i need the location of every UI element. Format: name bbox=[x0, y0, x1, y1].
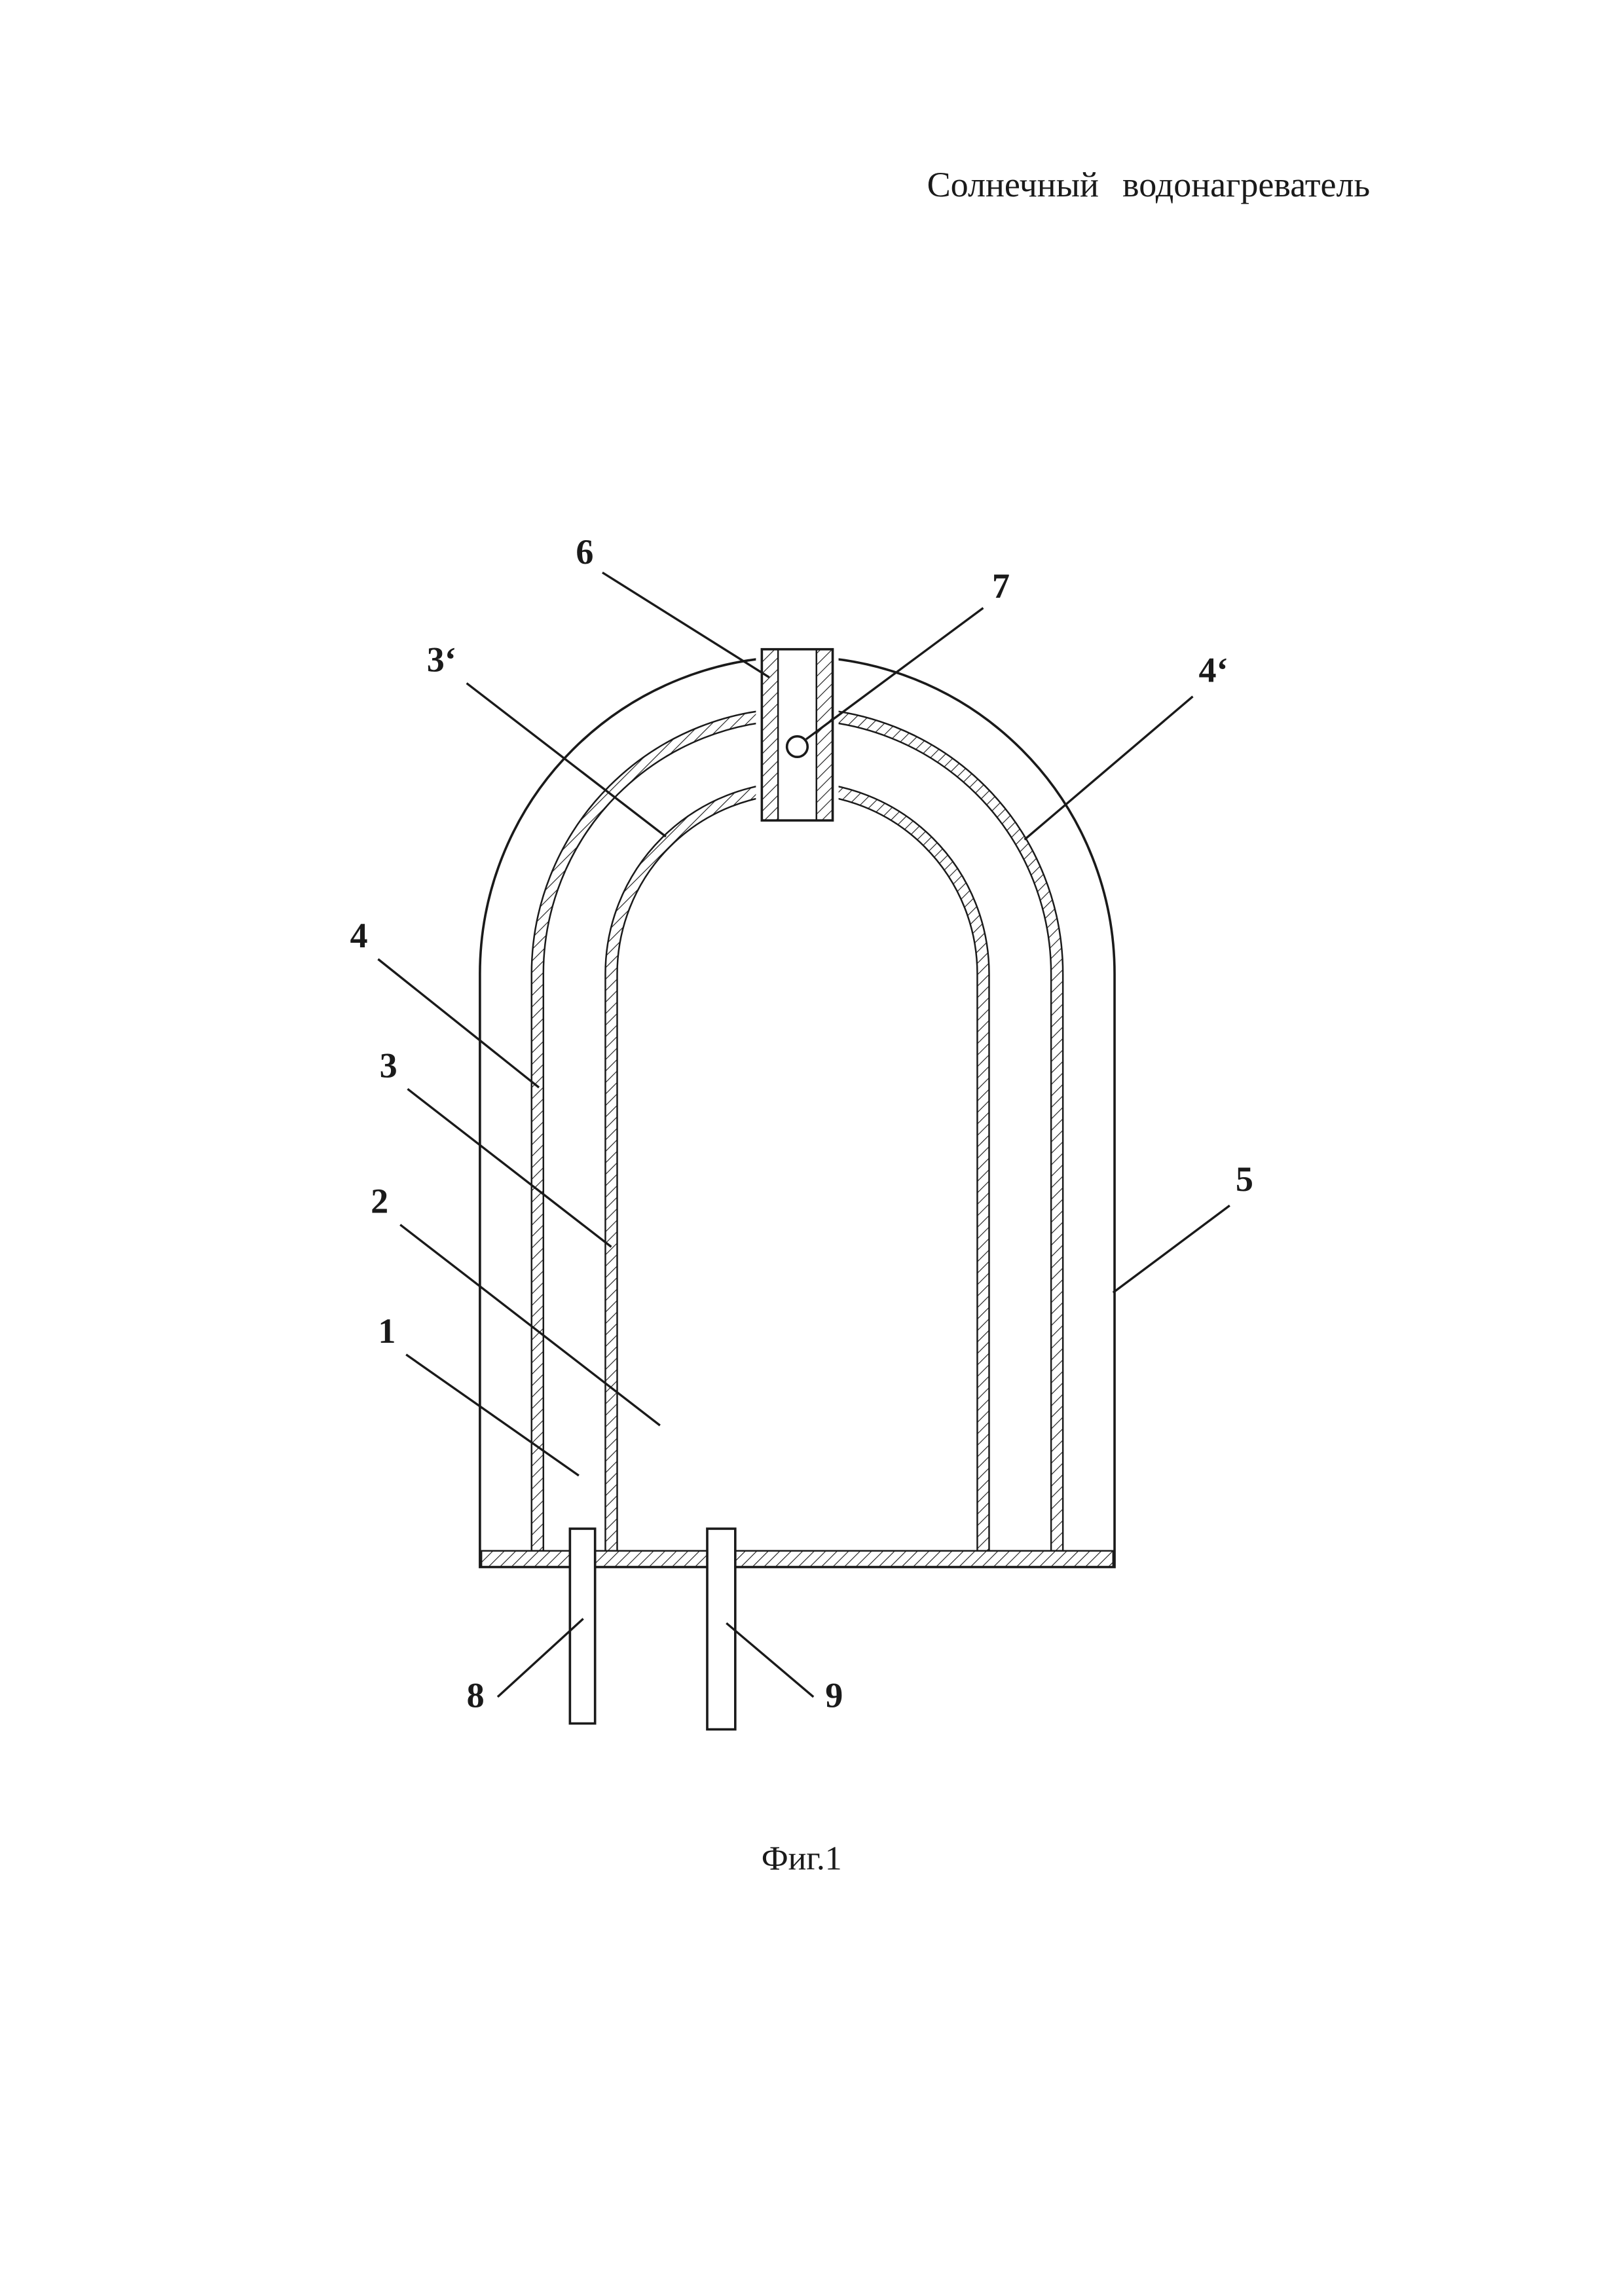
label-6: 6 bbox=[576, 532, 593, 572]
leader-line-3 bbox=[407, 1088, 612, 1248]
label-2: 2 bbox=[371, 1182, 388, 1221]
leader-line-4-prime bbox=[1024, 695, 1194, 841]
leader-line-4 bbox=[377, 958, 540, 1089]
label-7: 7 bbox=[992, 566, 1010, 606]
label-1: 1 bbox=[378, 1311, 396, 1351]
top-fitting-right-wall bbox=[815, 648, 834, 822]
top-fitting-left-wall bbox=[761, 648, 779, 822]
label-3-prime: 3‘ bbox=[427, 640, 456, 680]
label-3: 3 bbox=[380, 1046, 397, 1085]
figure-caption: Фиг.1 bbox=[762, 1840, 842, 1878]
leader-line-1 bbox=[405, 1353, 580, 1477]
leader-line-7 bbox=[805, 607, 984, 740]
leader-line-2 bbox=[399, 1224, 661, 1427]
label-4: 4 bbox=[350, 916, 368, 955]
leader-line-5 bbox=[1112, 1205, 1230, 1294]
fitting-port-circle bbox=[785, 735, 809, 759]
label-4-prime: 4‘ bbox=[1199, 650, 1228, 689]
leader-line-3-prime bbox=[466, 682, 667, 838]
label-8: 8 bbox=[467, 1676, 485, 1715]
leader-line-6 bbox=[602, 572, 770, 678]
leader-line-9 bbox=[726, 1622, 815, 1698]
page-title: Солнечный водонагреватель bbox=[927, 165, 1371, 204]
leader-line-8 bbox=[496, 1618, 584, 1698]
right-pipe bbox=[706, 1527, 737, 1731]
label-9: 9 bbox=[825, 1676, 843, 1715]
label-5: 5 bbox=[1236, 1159, 1253, 1199]
